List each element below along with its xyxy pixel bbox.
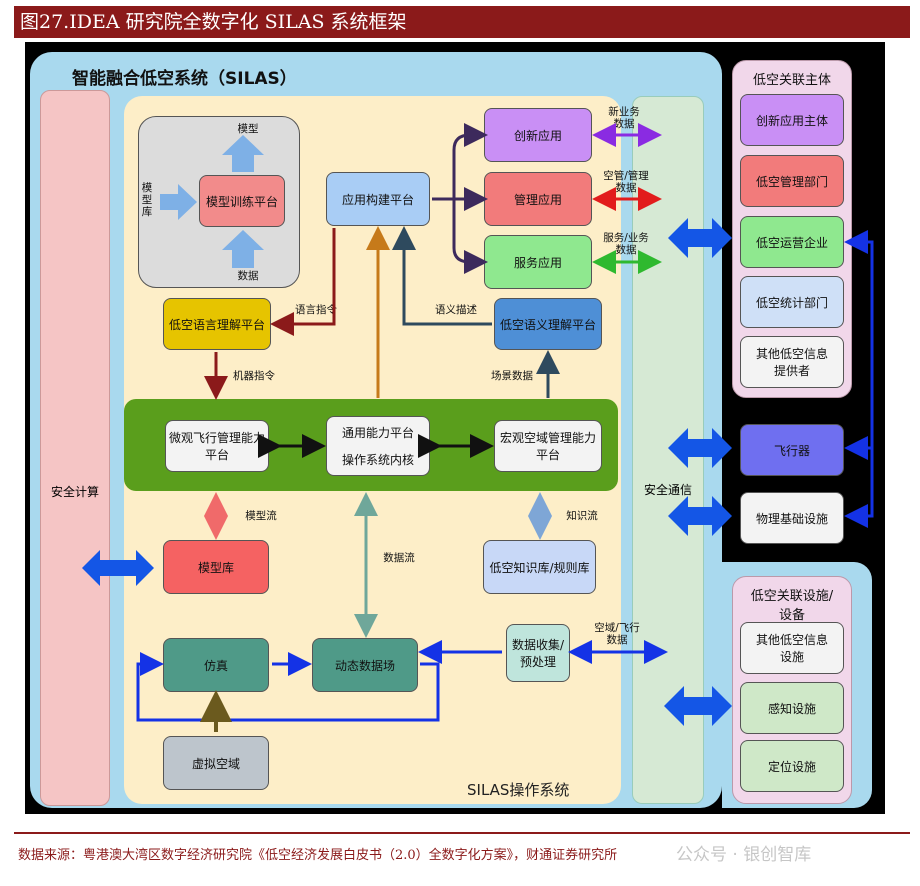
app-build-to-apps-arrows <box>432 123 488 274</box>
system-title: 智能融合低空系统（SILAS） <box>72 69 297 89</box>
machine-cmd-label: 机器指令 <box>233 370 275 382</box>
general-capability-platform: 通用能力平台 操作系统内核 <box>326 416 430 476</box>
security-compute-column: 安全计算 <box>40 90 110 806</box>
entity-infra-bracket <box>844 240 874 528</box>
entity-statistics-dept: 低空统计部门 <box>740 276 844 328</box>
watermark: 公众号 · 银创智库 <box>676 845 812 865</box>
facility-positioning: 定位设施 <box>740 740 844 792</box>
model-flow-label: 模型流 <box>245 510 277 522</box>
facilities-panel-title: 低空关联设施/ 设备 <box>750 589 834 623</box>
security-compute-label: 安全计算 <box>50 485 99 499</box>
data-flow-label: 数据流 <box>383 552 415 564</box>
footer-divider <box>14 832 910 834</box>
lang-cmd-arrow <box>270 228 336 336</box>
source-note: 数据来源：粤港澳大湾区数字经济研究院《低空经济发展白皮书（2.0）全数字化方案》… <box>18 848 618 863</box>
app-build-platform: 应用构建平台 <box>326 172 430 226</box>
semantic-desc-arrow <box>392 226 492 326</box>
data-input-label: 数据 <box>237 270 259 282</box>
entity-other-info-provider: 其他低空信息 提供者 <box>740 336 844 388</box>
entities-panel-title: 低空关联主体 <box>752 73 831 88</box>
entity-operator-company: 低空运营企业 <box>740 216 844 268</box>
virtual-airspace-box: 虚拟空域 <box>163 736 269 790</box>
aircraft-box: 飞行器 <box>740 424 844 476</box>
macro-airspace-mgmt-platform: 宏观空域管理能力 平台 <box>494 420 602 472</box>
innovation-app: 创新应用 <box>484 108 592 162</box>
knowledge-flow-label: 知识流 <box>566 510 598 522</box>
semantic-desc-label: 语义描述 <box>435 304 477 316</box>
simulation-box: 仿真 <box>163 638 269 692</box>
service-app: 服务应用 <box>484 235 592 289</box>
model-training-platform: 模型训练平台 <box>199 175 285 227</box>
facility-other-info: 其他低空信息 设施 <box>740 622 844 674</box>
model-training-block-arrows <box>160 135 264 268</box>
general-capability-label: 通用能力平台 <box>341 426 414 440</box>
entity-innovation-subject: 创新应用主体 <box>740 94 844 146</box>
silas-os-label: SILAS操作系统 <box>467 781 570 799</box>
model-library: 模型库 <box>163 540 269 594</box>
lang-cmd-label: 语言指令 <box>295 304 337 316</box>
figure-title: 图27.IDEA 研究院全数字化 SILAS 系统框架 <box>14 6 910 38</box>
dynamic-data-field: 动态数据场 <box>312 638 418 692</box>
scene-data-label: 场景数据 <box>491 370 533 382</box>
model-lib-input-label: 模 型 库 <box>141 182 153 219</box>
data-collection-preprocess: 数据收集/ 预处理 <box>506 624 570 682</box>
feedback-loop-arrow <box>136 652 440 722</box>
micro-flight-mgmt-platform: 微观飞行管理能力 平台 <box>165 420 269 472</box>
facility-perception: 感知设施 <box>740 682 844 734</box>
security-comm-label: 安全通信 <box>643 483 692 497</box>
entity-mgmt-dept: 低空管理部门 <box>740 155 844 207</box>
physical-infrastructure-box: 物理基础设施 <box>740 492 844 544</box>
os-kernel-label: 操作系统内核 <box>341 453 414 467</box>
semantic-understanding-platform: 低空语义理解平台 <box>494 298 602 350</box>
knowledge-rule-library: 低空知识库/规则库 <box>483 540 596 594</box>
management-app: 管理应用 <box>484 172 592 226</box>
model-output-label: 模型 <box>237 123 259 135</box>
big-blue-double-arrows <box>82 218 732 726</box>
